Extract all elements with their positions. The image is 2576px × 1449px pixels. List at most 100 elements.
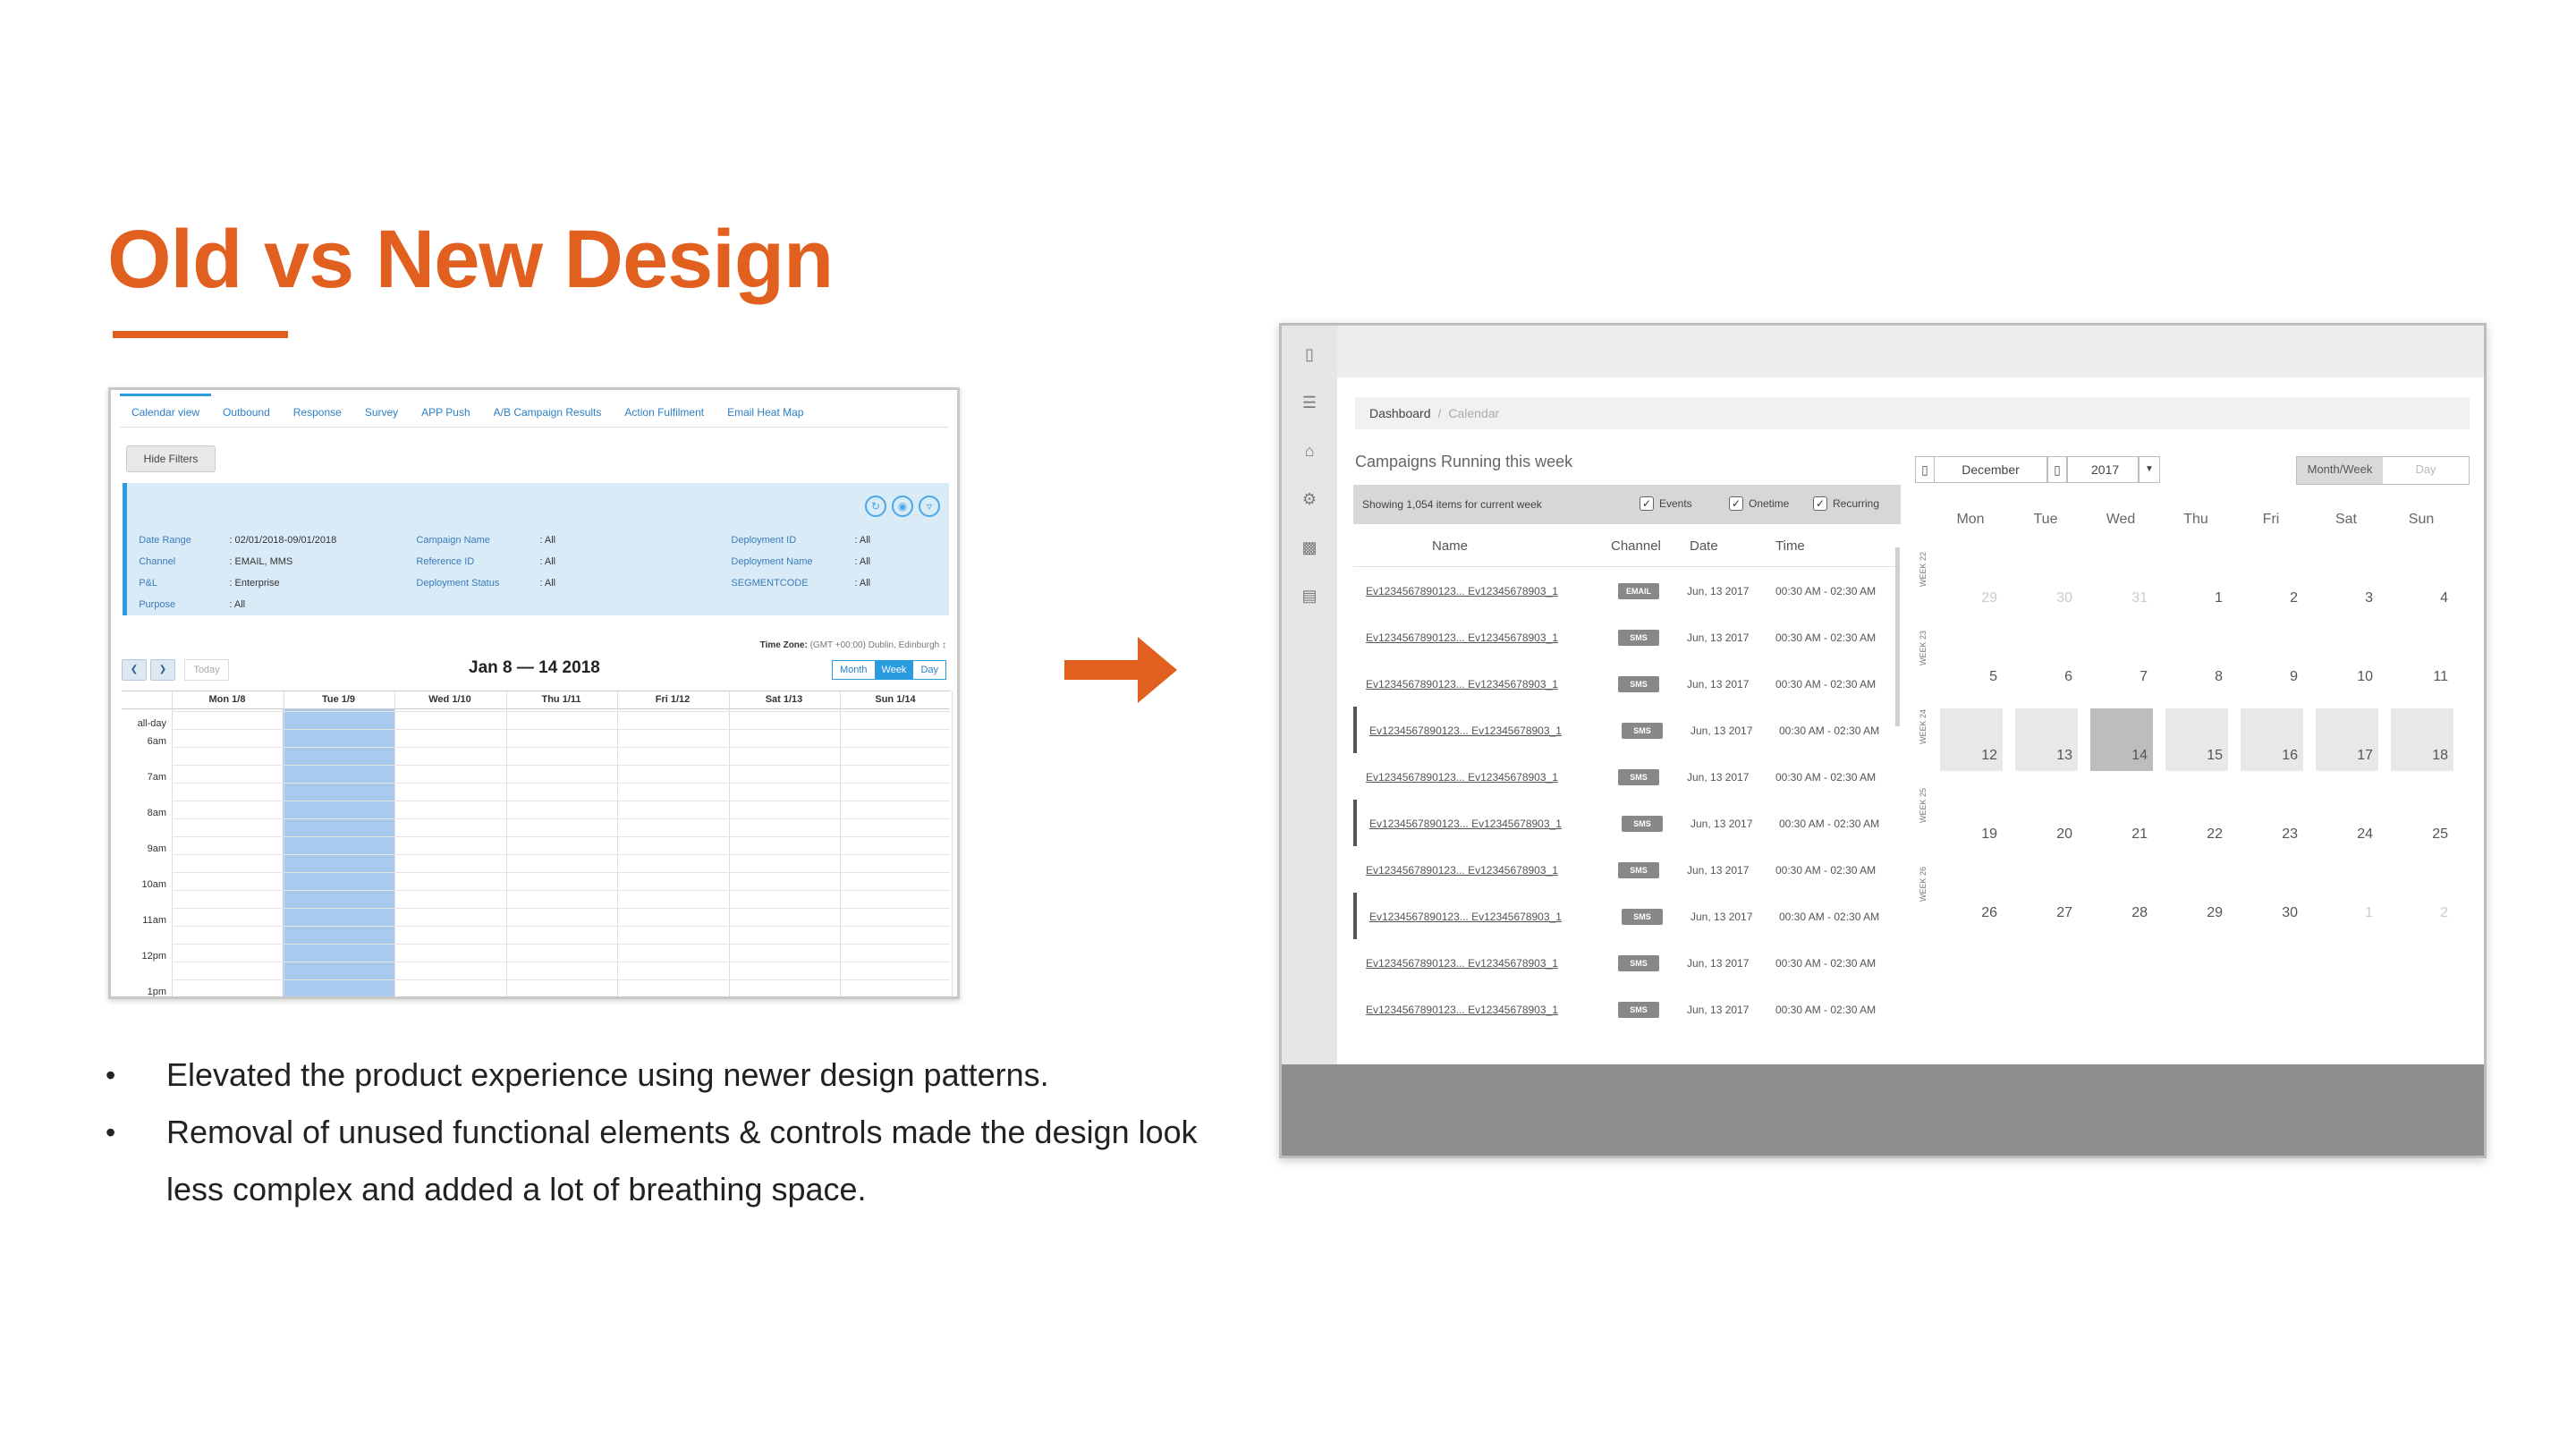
view-day-button[interactable]: Day [913, 661, 945, 679]
tab-action-fulfilment[interactable]: Action Fulfilment [624, 406, 705, 419]
calendar-day[interactable]: 13 [2015, 708, 2078, 771]
campaign-name-link[interactable]: Ev1234567890123... Ev1234567890​3_1 [1366, 1004, 1558, 1016]
calendar-day[interactable]: 9 [2241, 630, 2303, 692]
calendar-day[interactable]: 3 [2316, 551, 2378, 614]
calendar-day[interactable]: 8 [2165, 630, 2228, 692]
calendar-day[interactable]: 15 [2165, 708, 2228, 771]
tab-outbound[interactable]: Outbound [223, 406, 270, 419]
calendar-day[interactable]: 26 [1940, 866, 2003, 928]
col-name[interactable]: Name [1432, 538, 1469, 554]
calendar-day[interactable]: 27 [2015, 866, 2078, 928]
view-day-button[interactable]: Day [2383, 457, 2469, 484]
calendar-day[interactable]: 29 [2165, 866, 2228, 928]
calendar-day[interactable]: 22 [2165, 787, 2228, 850]
calendar-day[interactable]: 16 [2241, 708, 2303, 771]
calendar-day[interactable]: 30 [2241, 866, 2303, 928]
calendar-day[interactable]: 25 [2391, 787, 2453, 850]
view-icon[interactable]: ◉ [892, 496, 913, 517]
events-checkbox[interactable]: ✓Events [1640, 496, 1692, 511]
timezone-selector[interactable]: Time Zone: (GMT +00:00) Dublin, Edinburg… [760, 640, 946, 650]
campaign-name-link[interactable]: Ev1234567890123... Ev1234567890​3_1 [1366, 957, 1558, 970]
campaign-name-link[interactable]: Ev1234567890123... Ev1234567890​3_1 [1366, 678, 1558, 691]
home-icon[interactable]: ⌂ [1304, 442, 1315, 460]
campaign-name-link[interactable]: Ev1234567890123... Ev1234567890​3_1 [1366, 771, 1558, 784]
calendar-day[interactable]: 23 [2241, 787, 2303, 850]
col-channel[interactable]: Channel [1611, 538, 1661, 554]
view-month-button[interactable]: Month [832, 661, 875, 679]
tab-survey[interactable]: Survey [364, 406, 399, 419]
today-button[interactable]: Today [184, 659, 229, 681]
day-number: 29 [2207, 905, 2223, 920]
calendar-day[interactable]: 12 [1940, 708, 2003, 771]
next-month-icon[interactable]: ▯ [2047, 456, 2067, 483]
calendar-day[interactable]: 19 [1940, 787, 2003, 850]
campaign-name-link[interactable]: Ev1234567890123... Ev1234567890​3_1 [1366, 585, 1558, 597]
calendar-day[interactable]: 20 [2015, 787, 2078, 850]
calendar-day[interactable]: 1 [2165, 551, 2228, 614]
tab-app-push[interactable]: APP Push [421, 406, 470, 419]
calendar-day[interactable]: 1 [2316, 866, 2378, 928]
tab-a-b-campaign-results[interactable]: A/B Campaign Results [493, 406, 602, 419]
calendar-day[interactable]: 11 [2391, 630, 2453, 692]
prev-week-button[interactable]: ❮ [122, 659, 147, 681]
calendar-day[interactable]: 28 [2090, 866, 2153, 928]
mobile-icon[interactable]: ▯ [1305, 345, 1314, 363]
next-week-button[interactable]: ❯ [150, 659, 175, 681]
view-month-week-button[interactable]: Month/Week [2297, 457, 2383, 484]
campaign-name-link[interactable]: Ev1234567890123... Ev1234567890​3_1 [1369, 911, 1562, 923]
day-number: 20 [2056, 826, 2072, 842]
calendar-day[interactable]: 4 [2391, 551, 2453, 614]
hide-filters-button[interactable]: Hide Filters [126, 445, 216, 472]
gear-icon[interactable]: ⚙ [1301, 490, 1318, 508]
tab-response[interactable]: Response [292, 406, 342, 419]
campaign-name-link[interactable]: Ev1234567890123... Ev1234567890​3_1 [1366, 631, 1558, 644]
calendar-day[interactable]: 18 [2391, 708, 2453, 771]
col-date[interactable]: Date [1690, 538, 1718, 554]
month-select[interactable]: December [1935, 456, 2047, 483]
view-week-button[interactable]: Week [874, 661, 914, 679]
calendar-day[interactable]: 6 [2015, 630, 2078, 692]
list-scrollbar[interactable] [1895, 547, 1900, 726]
chevron-down-icon[interactable]: ▼ [2139, 456, 2160, 483]
filter-icon[interactable]: ▿ [919, 496, 940, 517]
calendar-day[interactable]: 5 [1940, 630, 2003, 692]
calendar-day[interactable]: 31 [2090, 551, 2153, 614]
calendar-day[interactable]: 10 [2316, 630, 2378, 692]
tab-calendar-view[interactable]: Calendar view [120, 394, 212, 427]
book-icon[interactable]: ▤ [1301, 587, 1318, 605]
campaign-name-link[interactable]: Ev1234567890123... Ev1234567890​3_1 [1366, 864, 1558, 877]
prev-month-icon[interactable]: ▯ [1915, 456, 1935, 483]
tab-email-heat-map[interactable]: Email Heat Map [727, 406, 804, 419]
calendar-day[interactable]: 2 [2241, 551, 2303, 614]
calendar-day[interactable]: 24 [2316, 787, 2378, 850]
calendar-day[interactable]: 2 [2391, 866, 2453, 928]
campaign-name-link[interactable]: Ev1234567890123... Ev1234567890​3_1 [1369, 818, 1562, 830]
calendar-day[interactable]: 17 [2316, 708, 2378, 771]
year-select[interactable]: 2017 [2067, 456, 2139, 483]
refresh-icon[interactable]: ↻ [865, 496, 886, 517]
campaign-name-link[interactable]: Ev1234567890123... Ev1234567890​3_1 [1369, 724, 1562, 737]
calendar-day[interactable]: 7 [2090, 630, 2153, 692]
layers-icon[interactable]: ☰ [1301, 394, 1318, 411]
day-number: 1 [2215, 590, 2223, 606]
breadcrumb-dashboard[interactable]: Dashboard [1369, 406, 1431, 420]
calendar-day[interactable]: 29 [1940, 551, 2003, 614]
onetime-checkbox[interactable]: ✓Onetime [1729, 496, 1789, 511]
recurring-checkbox[interactable]: ✓Recurring [1813, 496, 1879, 511]
calendar-day[interactable]: 30 [2015, 551, 2078, 614]
col-time[interactable]: Time [1775, 538, 1805, 554]
calendar-day[interactable]: 14 [2090, 708, 2153, 771]
calendar-day[interactable]: 21 [2090, 787, 2153, 850]
chart-icon[interactable]: ▩ [1301, 538, 1318, 556]
